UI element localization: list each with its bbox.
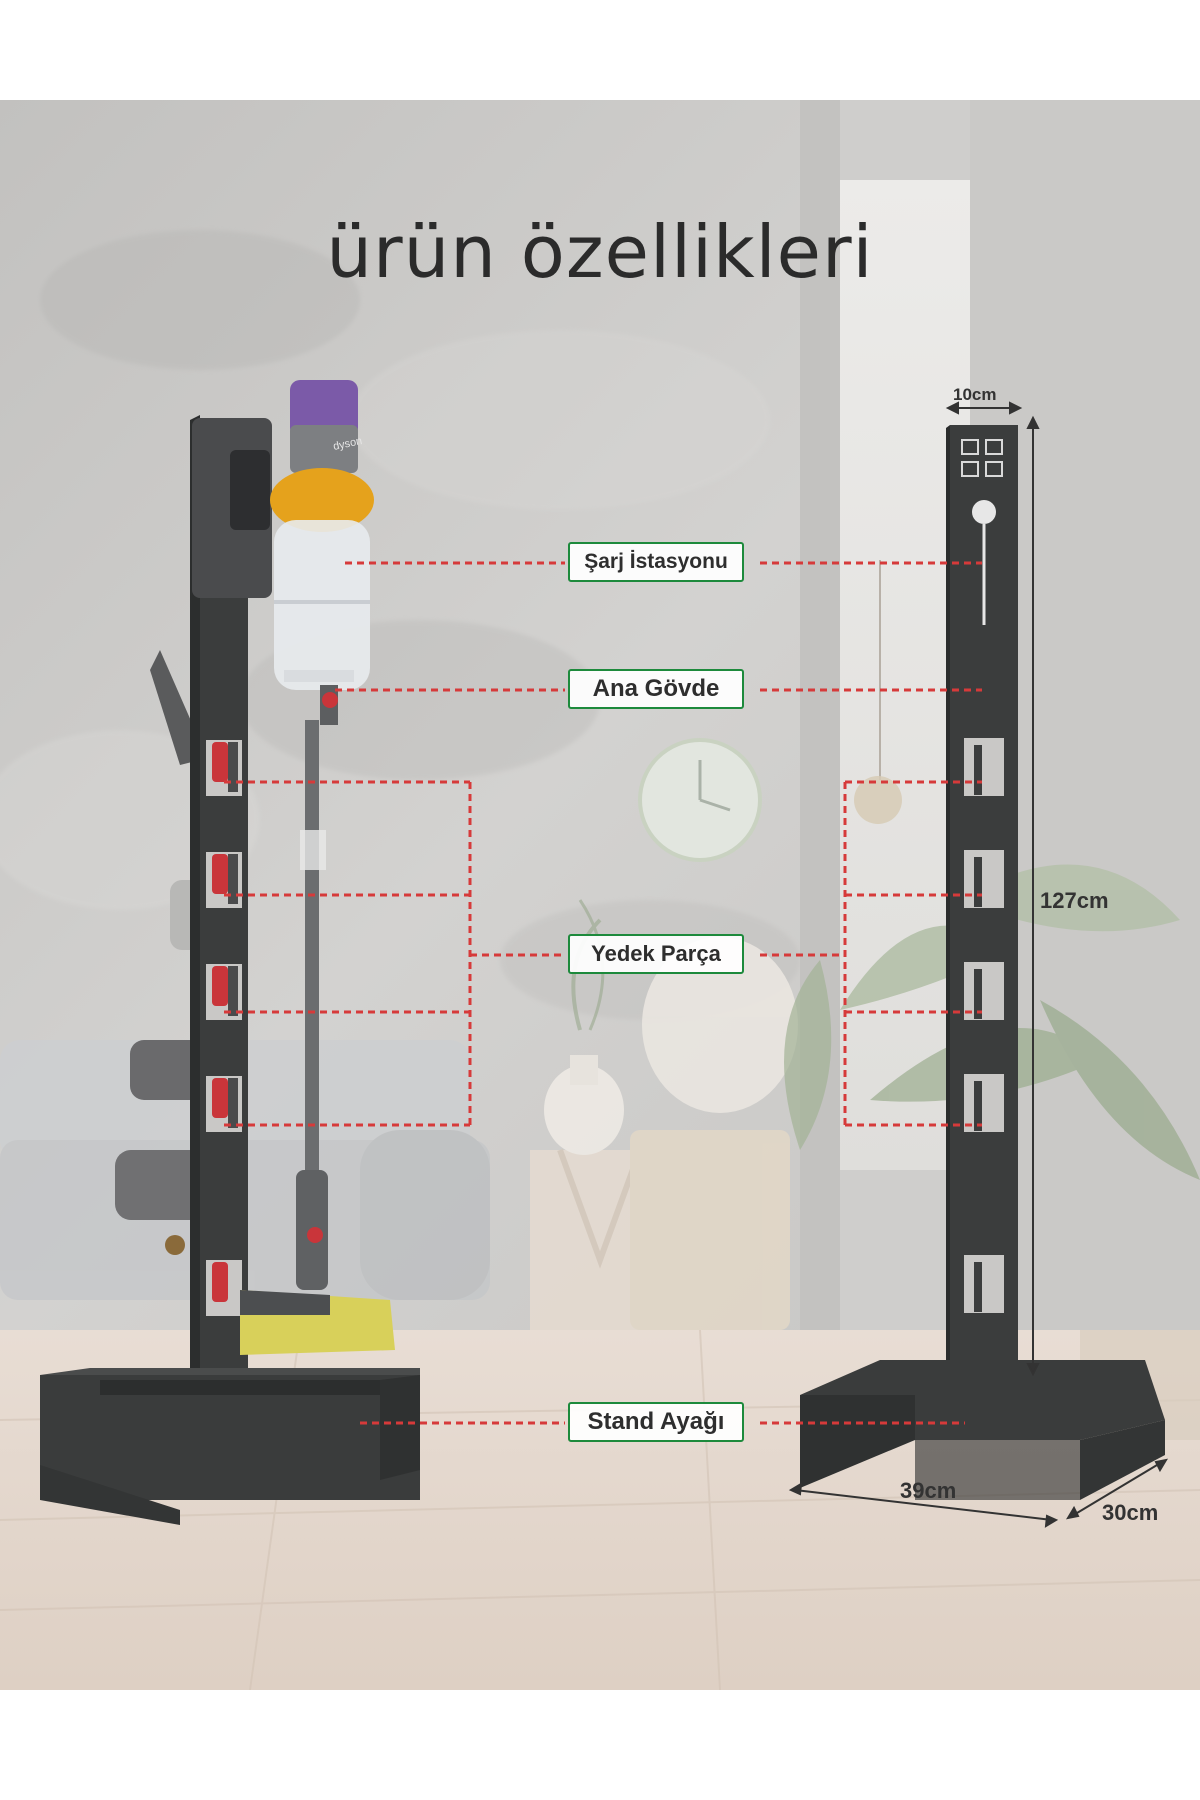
right-stand-illustration bbox=[800, 425, 1165, 1500]
callout-label: Yedek Parça bbox=[591, 941, 721, 966]
dimension-lines bbox=[788, 401, 1169, 1528]
page-title: ürün özellikleri bbox=[326, 210, 874, 294]
callout-label: Şarj İstasyonu bbox=[584, 550, 728, 573]
callout-charging-station: Şarj İstasyonu bbox=[568, 542, 744, 582]
callout-spare-parts: Yedek Parça bbox=[568, 934, 744, 974]
dimension-base-depth-label: 30cm bbox=[1102, 1500, 1159, 1525]
wall-clock-icon bbox=[638, 738, 762, 862]
dimension-height-label: 127cm bbox=[1040, 888, 1109, 913]
callout-stand-foot: Stand Ayağı bbox=[568, 1402, 744, 1442]
callout-label: Ana Gövde bbox=[592, 675, 720, 702]
callout-label: Stand Ayağı bbox=[587, 1408, 725, 1435]
background-scene bbox=[0, 100, 1200, 1690]
dimension-width-label: 10cm bbox=[953, 385, 997, 404]
left-stand-illustration bbox=[40, 415, 420, 1525]
callout-main-body: Ana Gövde bbox=[568, 669, 744, 709]
leader-lines bbox=[224, 561, 982, 1425]
dimension-base-length-label: 39cm bbox=[900, 1478, 957, 1503]
